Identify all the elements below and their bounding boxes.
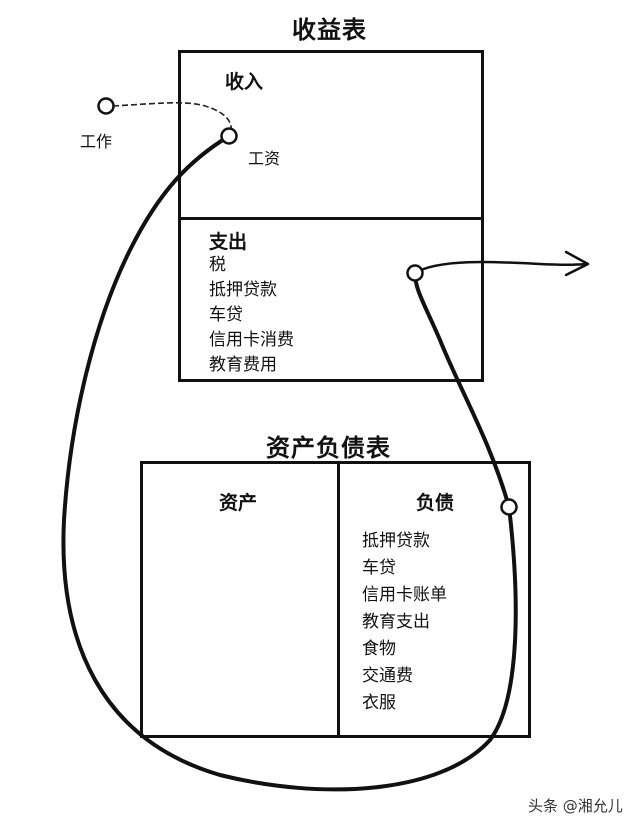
liability-item: 交通费 bbox=[362, 666, 413, 686]
expense-item: 车贷 bbox=[209, 305, 243, 325]
balance-sheet-title: 资产负债表 bbox=[266, 434, 391, 462]
liability-item: 信用卡账单 bbox=[362, 585, 447, 605]
assets-label: 资产 bbox=[219, 492, 258, 514]
watermark: 头条 @湘允儿 bbox=[528, 797, 623, 815]
liability-item: 食物 bbox=[362, 639, 396, 659]
liabilities-column: 负债 抵押贷款 车贷 信用卡账单 教育支出 食物 交通费 衣服 bbox=[340, 464, 528, 735]
liability-list: 抵押贷款 车贷 信用卡账单 教育支出 食物 交通费 衣服 bbox=[362, 528, 447, 717]
assets-column: 资产 bbox=[143, 464, 340, 735]
arrow-head-icon bbox=[564, 250, 590, 277]
liability-item: 抵押贷款 bbox=[362, 531, 430, 551]
expense-item: 抵押贷款 bbox=[209, 280, 277, 300]
balance-sheet-box: 资产 负债 抵押贷款 车贷 信用卡账单 教育支出 食物 交通费 衣服 bbox=[140, 461, 531, 738]
liabilities-label: 负债 bbox=[416, 492, 455, 514]
expense-list: 税 抵押贷款 车贷 信用卡消费 教育费用 bbox=[209, 253, 294, 378]
liability-item: 教育支出 bbox=[362, 612, 430, 632]
income-section: 收入 bbox=[181, 53, 481, 220]
income-label: 收入 bbox=[225, 71, 264, 93]
work-node bbox=[97, 97, 115, 115]
expense-label: 支出 bbox=[209, 231, 248, 253]
expense-item: 教育费用 bbox=[209, 355, 277, 375]
liability-item: 衣服 bbox=[362, 693, 396, 713]
work-label: 工作 bbox=[80, 132, 113, 151]
income-statement-title: 收益表 bbox=[292, 16, 367, 44]
salary-label: 工资 bbox=[248, 149, 281, 168]
expense-item: 税 bbox=[209, 255, 226, 275]
liability-item: 车贷 bbox=[362, 558, 396, 578]
expense-item: 信用卡消费 bbox=[209, 330, 294, 350]
income-statement-box: 收入 支出 税 抵押贷款 车贷 信用卡消费 教育费用 bbox=[178, 50, 484, 382]
